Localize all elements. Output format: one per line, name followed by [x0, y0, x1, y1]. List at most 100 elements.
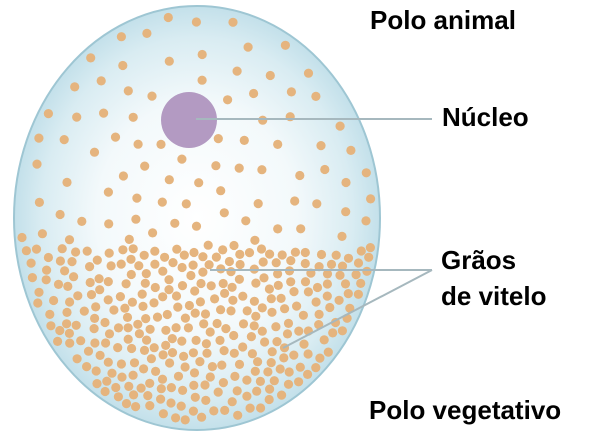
yolk-grain: [265, 250, 274, 259]
yolk-grain: [101, 338, 110, 347]
yolk-grain: [172, 291, 181, 300]
yolk-grain: [80, 307, 89, 316]
yolk-grain: [114, 323, 123, 332]
yolk-grain: [85, 262, 94, 271]
yolk-grain: [161, 341, 170, 350]
yolk-grain: [235, 164, 244, 173]
yolk-grain: [38, 229, 47, 238]
yolk-grain: [124, 335, 133, 344]
yolk-grain: [257, 165, 266, 174]
yolk-grain: [186, 271, 195, 280]
yolk-grain: [291, 248, 300, 257]
yolk-grain: [71, 247, 80, 256]
yolk-grain: [256, 403, 265, 412]
yolk-grain: [129, 390, 138, 399]
yolk-grain: [219, 279, 228, 288]
yolk-grain: [107, 369, 116, 378]
yolk-grain: [124, 86, 133, 95]
yolk-grain: [286, 256, 295, 265]
yolk-grain: [304, 287, 313, 296]
yolk-grain: [62, 308, 71, 317]
yolk-grain: [328, 328, 337, 337]
yolk-grain: [99, 109, 108, 118]
yolk-grain: [223, 95, 232, 104]
yolk-grain: [280, 304, 289, 313]
yolk-grain: [135, 329, 144, 338]
yolk-grain: [146, 325, 155, 334]
yolk-grain: [320, 165, 329, 174]
yolk-grain: [196, 297, 205, 306]
yolk-grain: [241, 216, 250, 225]
yolk-grain: [172, 245, 181, 254]
yolk-grain: [100, 318, 109, 327]
yolk-grain: [27, 259, 36, 268]
yolk-grain: [362, 168, 371, 177]
yolk-grain: [213, 319, 222, 328]
yolk-grain: [229, 331, 238, 340]
yolk-grain: [283, 329, 292, 338]
yolk-grain: [76, 336, 85, 345]
yolk-grain: [273, 140, 282, 149]
yolk-grain: [287, 87, 296, 96]
yolk-grain: [197, 413, 206, 422]
yolk-grain: [156, 140, 165, 149]
yolk-grain: [151, 367, 160, 376]
yolk-grain: [206, 327, 215, 336]
yolk-grain: [206, 372, 215, 381]
yolk-grain: [160, 253, 169, 262]
yolk-grain: [129, 113, 138, 122]
yolk-grain: [294, 377, 303, 386]
yolk-grain: [239, 319, 248, 328]
yolk-grain: [118, 245, 127, 254]
yolk-grain: [164, 285, 173, 294]
yolk-grain: [33, 298, 42, 307]
yolk-grain: [357, 246, 366, 255]
yolk-grain: [315, 354, 324, 363]
yolk-grain: [235, 275, 244, 284]
yolk-grain: [86, 278, 95, 287]
yolk-grain: [132, 194, 141, 203]
yolk-grain: [273, 224, 282, 233]
yolk-grain: [272, 337, 281, 346]
yolk-grain: [42, 275, 51, 284]
yolk-grain: [158, 198, 167, 207]
yolk-grain: [301, 248, 310, 257]
yolk-grain: [313, 283, 322, 292]
yolk-grain: [290, 196, 299, 205]
yolk-grain: [257, 244, 266, 253]
yolk-grain: [86, 53, 95, 62]
yolk-grain: [60, 266, 69, 275]
yolk-grain: [211, 161, 220, 170]
yolk-grain: [265, 395, 274, 404]
yolk-grain: [55, 326, 64, 335]
yolk-grain: [60, 135, 69, 144]
yolk-grain: [315, 310, 324, 319]
yolk-grain: [289, 351, 298, 360]
yolk-grain: [251, 279, 260, 288]
yolk-grain: [62, 319, 71, 328]
yolk-grain: [304, 349, 313, 358]
yolk-grain: [192, 222, 201, 231]
yolk-grain: [238, 342, 247, 351]
yolk-grain: [285, 367, 294, 376]
yolk-grain: [233, 411, 242, 420]
yolk-grain: [312, 199, 321, 208]
yolk-grain: [336, 122, 345, 131]
yolk-grain: [258, 116, 267, 125]
yolk-grain: [189, 381, 198, 390]
yolk-grain: [228, 283, 237, 292]
yolk-grain: [147, 354, 156, 363]
yolk-grain: [172, 323, 181, 332]
yolk-grain: [325, 303, 334, 312]
yolk-grain: [58, 244, 67, 253]
yolk-grain: [311, 92, 320, 101]
yolk-grain: [181, 415, 190, 424]
yolk-grain: [220, 346, 229, 355]
yolk-grain: [105, 249, 114, 258]
yolk-grain: [120, 304, 129, 313]
yolk-grain: [198, 252, 207, 261]
yolk-grain: [145, 379, 154, 388]
yolk-grain: [292, 302, 301, 311]
yolk-grain: [337, 232, 346, 241]
yolk-grain: [156, 395, 165, 404]
